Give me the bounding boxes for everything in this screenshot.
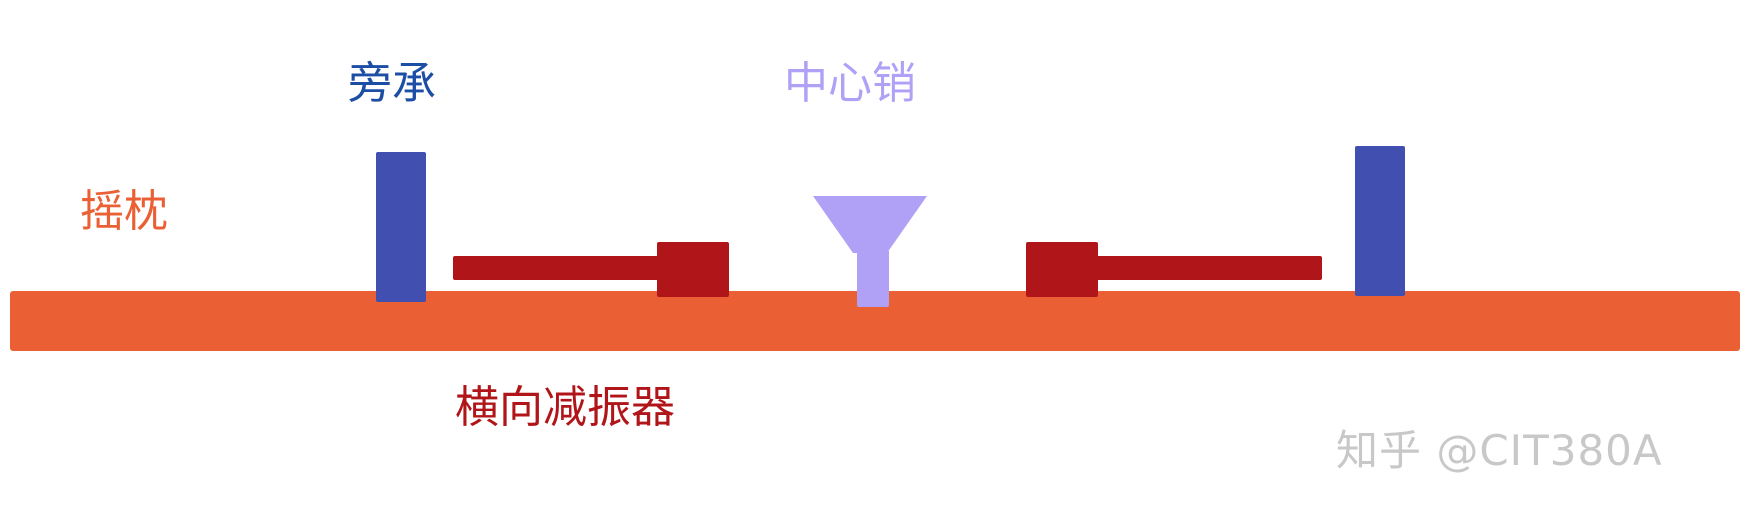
damper-right-rod	[1090, 256, 1322, 280]
center-pin-head	[813, 196, 927, 253]
side-bearing-right	[1355, 146, 1405, 296]
center-pin-label: 中心销	[784, 58, 916, 109]
watermark-text: 知乎 @CIT380A	[1336, 426, 1663, 475]
damper-left-rod	[453, 256, 693, 280]
damper-right-body	[1026, 242, 1098, 297]
lateral-damper-label: 横向减振器	[455, 382, 675, 433]
side-bearing-left	[376, 152, 426, 302]
side-bearing-label: 旁承	[348, 58, 436, 109]
center-pin-stem	[857, 250, 889, 307]
bolster-label: 摇枕	[80, 186, 168, 237]
damper-left-body	[657, 242, 729, 297]
bolster-beam	[10, 291, 1740, 351]
